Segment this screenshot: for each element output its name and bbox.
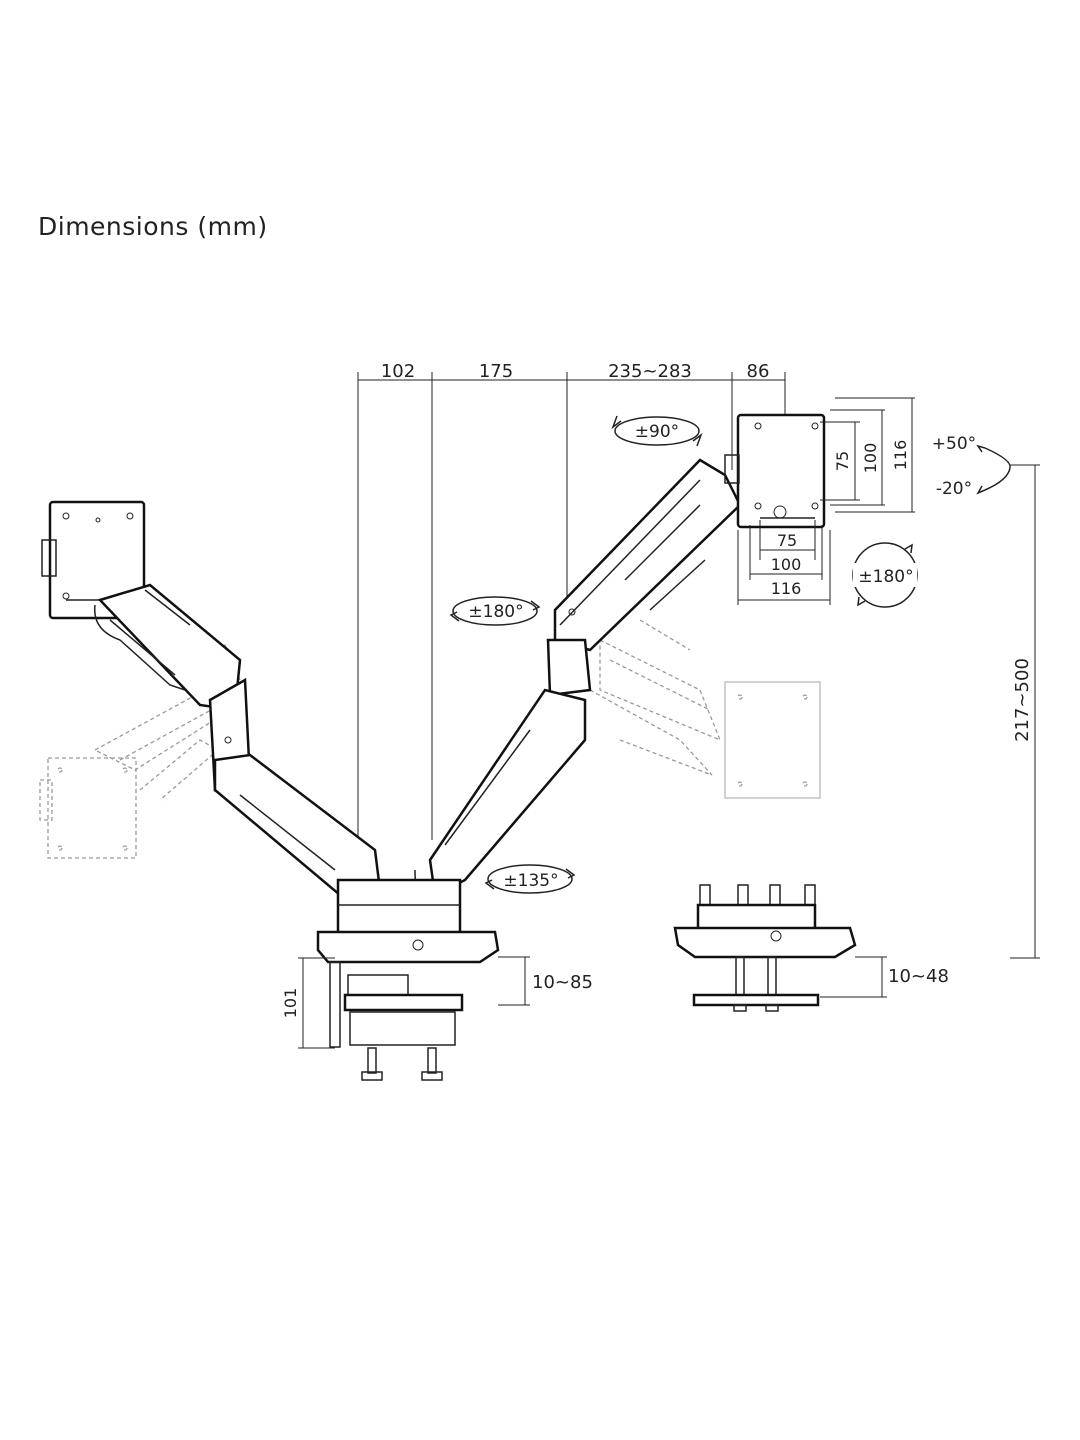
rotation-screen-180: ±180°: [852, 542, 918, 608]
height-217-500: 217~500: [1012, 658, 1033, 742]
desk-clamp-base: 101 10~85: [281, 878, 593, 1081]
ghost-right-arm: [589, 619, 821, 799]
left-monitor-arm: [41, 500, 382, 926]
svg-text:+50°: +50°: [932, 434, 976, 454]
clamp-10-85: 10~85: [532, 972, 593, 993]
vesa-h-75: 75: [777, 531, 797, 550]
tilt-indicator: +50° -20°: [932, 434, 1011, 499]
svg-text:±180°: ±180°: [468, 602, 523, 622]
page-title: Dimensions (mm): [38, 212, 268, 241]
rotation-swivel-90: ±90°: [611, 415, 703, 447]
vesa-v-75: 75: [833, 451, 852, 471]
grommet-base: 10~48: [673, 884, 949, 1012]
vesa-v-100: 100: [861, 443, 880, 474]
svg-text:-20°: -20°: [936, 479, 972, 499]
rotation-swivel-135: ±135°: [484, 864, 576, 894]
top-dimension-group: 102 175 235~283 86: [357, 361, 786, 880]
vesa-h-116: 116: [771, 579, 802, 598]
clamp-101: 101: [281, 988, 300, 1019]
height-dimension-group: 217~500: [1010, 464, 1040, 959]
grommet-10-48: 10~48: [888, 966, 949, 987]
svg-text:±135°: ±135°: [503, 871, 558, 891]
svg-text:±180°: ±180°: [858, 567, 913, 587]
dim-102: 102: [381, 361, 415, 382]
dim-175: 175: [479, 361, 513, 382]
svg-text:±90°: ±90°: [635, 422, 679, 442]
rotation-arm-180: ±180°: [449, 596, 541, 626]
vesa-v-116: 116: [891, 440, 910, 471]
dim-86: 86: [747, 361, 770, 382]
right-monitor-arm: 75 100 116 75 100 116: [414, 397, 915, 926]
dim-235-283: 235~283: [608, 361, 692, 382]
vesa-h-100: 100: [771, 555, 802, 574]
